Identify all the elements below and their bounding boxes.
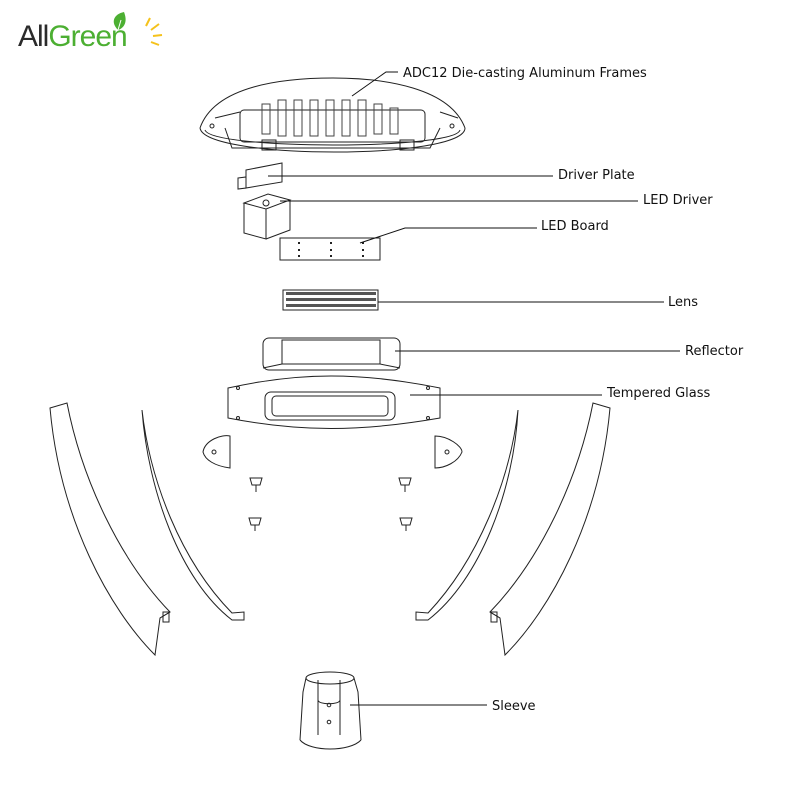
logo-sun-icon: [145, 17, 163, 46]
reflector-part: [262, 337, 401, 371]
side-bracket-left-part: [202, 435, 231, 469]
screw-set-part: [248, 477, 413, 531]
leader-lines: [268, 71, 680, 706]
callout-sleeve: Sleeve: [492, 699, 536, 714]
sleeve-part: [299, 671, 362, 750]
outer-arm-left-part: [49, 402, 171, 657]
inner-arm-right-part: [415, 409, 519, 621]
callout-reflector: Reflector: [685, 344, 744, 359]
inner-arm-left-part: [141, 409, 245, 621]
driver-plate-part: [237, 162, 283, 190]
tempered-glass-part: [227, 375, 441, 429]
outer-arm-right-part: [489, 402, 611, 657]
leader-line-led-board: [359, 227, 537, 244]
brand-logo-text-green: Green: [48, 20, 127, 53]
lens-part: [282, 289, 379, 311]
brand-logo-text-all: All: [18, 20, 49, 53]
callout-led-driver: LED Driver: [643, 193, 713, 208]
callout-frame: ADC12 Die-casting Aluminum Frames: [403, 66, 647, 81]
callout-lens: Lens: [668, 295, 699, 310]
side-bracket-right-part: [434, 435, 463, 469]
leader-line-frame: [351, 71, 398, 97]
aluminum-frame-part: [199, 77, 466, 153]
callout-driver-plate: Driver Plate: [558, 168, 635, 183]
brand-logo: AllGreen: [18, 20, 128, 54]
led-driver-part: [242, 193, 292, 240]
callout-tempered-glass: Tempered Glass: [607, 386, 711, 401]
callout-led-board: LED Board: [541, 219, 609, 234]
logo-leaf-icon: [113, 12, 126, 31]
led-board-part: [279, 237, 381, 261]
